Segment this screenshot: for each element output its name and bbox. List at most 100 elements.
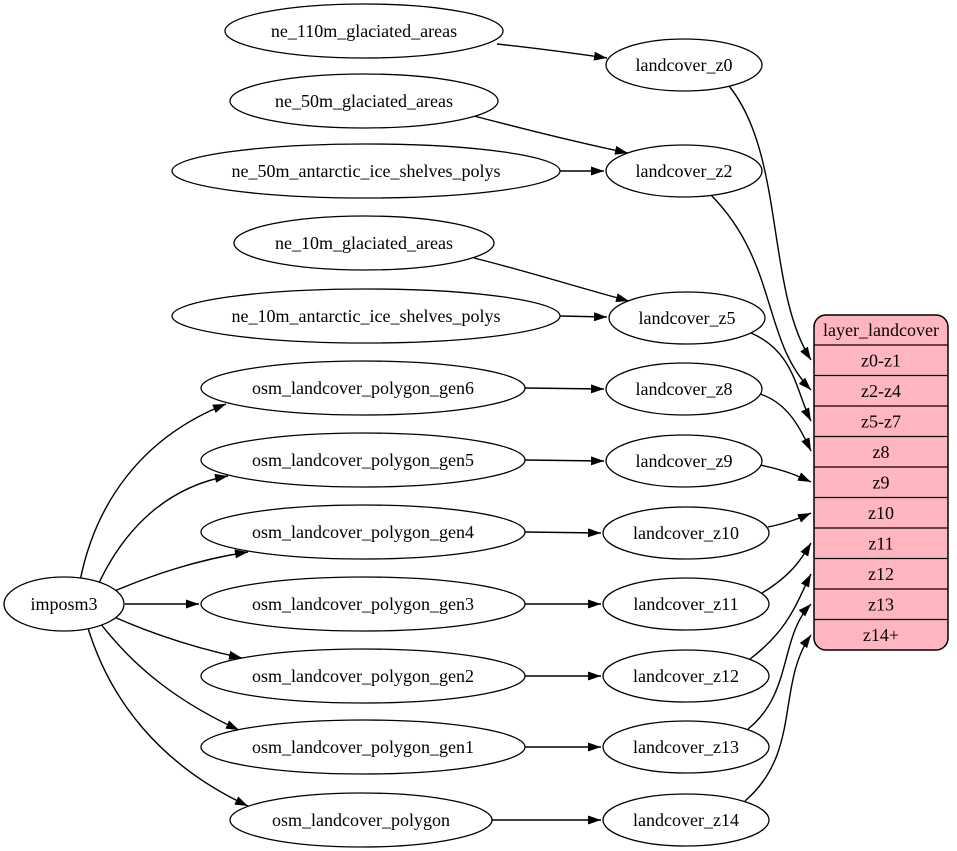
node-osm_landcover_polygon_gen5-ellipse <box>200 432 526 488</box>
node-landcover_z10-label: landcover_z10 <box>633 523 739 543</box>
record-row-z13: z13 <box>868 594 894 614</box>
record-row-z10: z10 <box>868 503 894 523</box>
node-ne_110m_glaciated_areas-label: ne_110m_glaciated_areas <box>271 21 457 41</box>
node-ne_10m_glaciated_areas-label: ne_10m_glaciated_areas <box>275 233 453 253</box>
node-imposm3-label: imposm3 <box>30 594 97 614</box>
node-landcover_z5-ellipse <box>608 291 766 345</box>
node-osm_landcover_polygon_gen1-ellipse <box>200 719 526 775</box>
edge-landcover_z0-to-layer_landcover-z0-z1 <box>728 85 812 361</box>
node-osm_landcover_polygon_gen6: osm_landcover_polygon_gen6 <box>200 360 526 416</box>
node-landcover_z0-ellipse <box>605 38 763 92</box>
node-ne_10m_antarctic_ice_shelves_polys: ne_10m_antarctic_ice_shelves_polys <box>171 288 561 344</box>
node-landcover_z12-label: landcover_z12 <box>633 666 739 686</box>
edge-ne_10m_glaciated_areas-to-landcover_z5 <box>473 257 630 303</box>
node-ne_50m_glaciated_areas: ne_50m_glaciated_areas <box>229 73 499 129</box>
node-layer_landcover: layer_landcoverz0-z1z2-z4z5-z7z8z9z10z11… <box>813 314 949 651</box>
node-landcover_z14-ellipse <box>602 793 770 847</box>
node-ne_50m_glaciated_areas-label: ne_50m_glaciated_areas <box>275 91 453 111</box>
node-landcover_z5-label: landcover_z5 <box>639 308 736 328</box>
node-landcover_z9-label: landcover_z9 <box>636 451 733 471</box>
node-osm_landcover_polygon_gen1: osm_landcover_polygon_gen1 <box>200 719 526 775</box>
edge-ne_10m_antarctic_ice_shelves_polys-to-landcover_z5 <box>559 312 608 322</box>
node-ne_50m_glaciated_areas-ellipse <box>229 73 499 129</box>
edge-landcover_z8-to-layer_landcover-z8 <box>759 393 812 452</box>
node-landcover_z10-ellipse <box>602 506 770 560</box>
node-osm_landcover_polygon_gen1-label: osm_landcover_polygon_gen1 <box>252 737 474 757</box>
node-landcover_z12-ellipse <box>602 649 770 703</box>
node-imposm3: imposm3 <box>3 576 125 632</box>
node-osm_landcover_polygon_gen2-ellipse <box>200 648 526 704</box>
node-osm_landcover_polygon_gen2: osm_landcover_polygon_gen2 <box>200 648 526 704</box>
node-ne_10m_glaciated_areas-ellipse <box>233 215 495 271</box>
node-osm_landcover_polygon_gen2-label: osm_landcover_polygon_gen2 <box>252 666 474 686</box>
node-osm_landcover_polygon: osm_landcover_polygon <box>229 792 493 848</box>
edge-imposm3-to-osm_landcover_polygon_gen2 <box>111 615 243 660</box>
node-landcover_z0: landcover_z0 <box>605 38 763 92</box>
edge-imposm3-to-osm_landcover_polygon_gen4 <box>111 549 249 593</box>
record-row-z11: z11 <box>868 533 893 553</box>
node-imposm3-ellipse <box>3 576 125 632</box>
edge-osm_landcover_polygon_gen6-to-landcover_z8 <box>524 384 605 394</box>
node-landcover_z11-label: landcover_z11 <box>633 594 738 614</box>
node-landcover_z8-label: landcover_z8 <box>636 379 733 399</box>
node-landcover_z9: landcover_z9 <box>605 434 763 488</box>
edge-ne_110m_glaciated_areas-to-landcover_z0 <box>496 43 608 61</box>
node-osm_landcover_polygon-ellipse <box>229 792 493 848</box>
edge-imposm3-to-osm_landcover_polygon_gen1 <box>99 622 240 731</box>
node-landcover_z13: landcover_z13 <box>602 720 770 774</box>
node-landcover_z8-ellipse <box>605 362 763 416</box>
edge-landcover_z5-to-layer_landcover-z5-z7 <box>750 332 812 422</box>
node-landcover_z0-label: landcover_z0 <box>636 55 733 75</box>
node-osm_landcover_polygon_gen6-ellipse <box>200 360 526 416</box>
edge-osm_landcover_polygon_gen5-to-landcover_z9 <box>524 456 605 466</box>
record-body <box>813 314 949 651</box>
edge-imposm3-to-osm_landcover_polygon_gen5 <box>97 473 229 586</box>
node-landcover_z2-label: landcover_z2 <box>636 161 733 181</box>
node-layer: imposm3 ne_110m_glaciated_areas ne_50m_gla… <box>3 3 949 848</box>
node-osm_landcover_polygon_gen4-ellipse <box>200 504 526 560</box>
node-landcover_z14: landcover_z14 <box>602 793 770 847</box>
edge-landcover_z10-to-layer_landcover-z10 <box>767 512 812 528</box>
record-row-z9: z9 <box>873 472 890 492</box>
node-osm_landcover_polygon-label: osm_landcover_polygon <box>272 810 450 830</box>
record-row-z2-z4: z2-z4 <box>861 381 901 401</box>
node-landcover_z9-ellipse <box>605 434 763 488</box>
node-ne_10m_antarctic_ice_shelves_polys-ellipse <box>171 288 561 344</box>
edge-imposm3-to-osm_landcover_polygon_gen6 <box>79 403 227 582</box>
node-osm_landcover_polygon_gen5: osm_landcover_polygon_gen5 <box>200 432 526 488</box>
record-row-z12: z12 <box>868 564 894 584</box>
node-ne_10m_glaciated_areas: ne_10m_glaciated_areas <box>233 215 495 271</box>
node-landcover_z13-ellipse <box>602 720 770 774</box>
node-ne_50m_antarctic_ice_shelves_polys: ne_50m_antarctic_ice_shelves_polys <box>171 143 561 199</box>
edge-osm_landcover_polygon_gen4-to-landcover_z10 <box>524 528 602 538</box>
record-row-z5-z7: z5-z7 <box>861 411 901 431</box>
node-ne_50m_antarctic_ice_shelves_polys-label: ne_50m_antarctic_ice_shelves_polys <box>232 161 501 181</box>
edge-ne_50m_glaciated_areas-to-landcover_z2 <box>473 115 629 155</box>
edge-landcover_z9-to-layer_landcover-z9 <box>759 464 812 483</box>
edge-layer <box>79 43 812 825</box>
node-landcover_z13-label: landcover_z13 <box>633 737 739 757</box>
edge-landcover_z12-to-layer_landcover-z12 <box>749 573 812 660</box>
node-landcover_z8: landcover_z8 <box>605 362 763 416</box>
node-osm_landcover_polygon_gen3: osm_landcover_polygon_gen3 <box>200 576 526 632</box>
node-osm_landcover_polygon_gen3-ellipse <box>200 576 526 632</box>
node-osm_landcover_polygon_gen4-label: osm_landcover_polygon_gen4 <box>252 522 474 542</box>
node-landcover_z5: landcover_z5 <box>608 291 766 345</box>
node-landcover_z11: landcover_z11 <box>602 577 770 631</box>
node-landcover_z11-ellipse <box>602 577 770 631</box>
record-header-label: layer_landcover <box>823 320 939 340</box>
node-landcover_z14-label: landcover_z14 <box>633 810 739 830</box>
node-osm_landcover_polygon_gen6-label: osm_landcover_polygon_gen6 <box>252 378 474 398</box>
node-ne_110m_glaciated_areas: ne_110m_glaciated_areas <box>224 3 504 59</box>
node-osm_landcover_polygon_gen4: osm_landcover_polygon_gen4 <box>200 504 526 560</box>
edge-landcover_z2-to-layer_landcover-z2-z4 <box>710 194 812 391</box>
edge-landcover_z13-to-layer_landcover-z13 <box>747 603 812 730</box>
record-row-z14+: z14+ <box>863 625 899 645</box>
node-landcover_z2-ellipse <box>605 144 763 198</box>
edge-landcover_z14-to-layer_landcover-z14+ <box>744 634 812 802</box>
node-landcover_z2: landcover_z2 <box>605 144 763 198</box>
node-osm_landcover_polygon_gen3-label: osm_landcover_polygon_gen3 <box>252 594 474 614</box>
node-ne_10m_antarctic_ice_shelves_polys-label: ne_10m_antarctic_ice_shelves_polys <box>232 306 501 326</box>
